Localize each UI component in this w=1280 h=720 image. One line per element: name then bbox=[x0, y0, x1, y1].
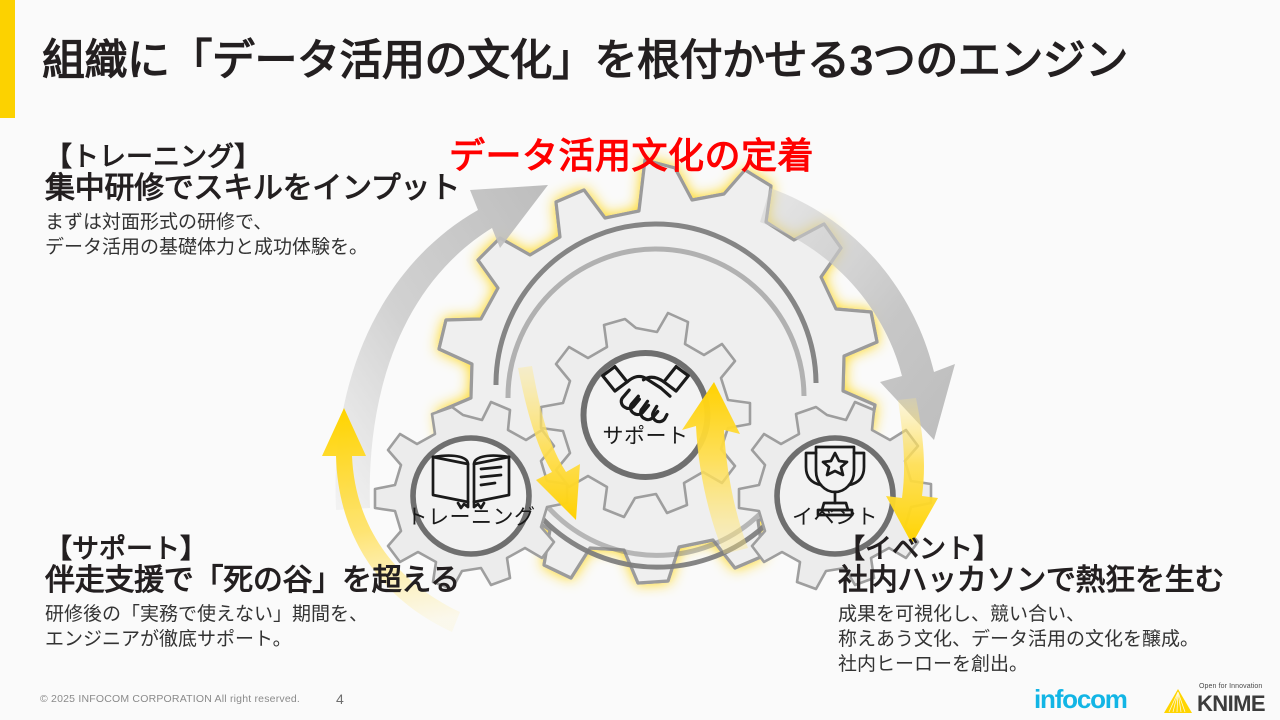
center-headline: データ活用文化の定着 bbox=[449, 135, 815, 176]
gear-label-support: サポート bbox=[603, 425, 689, 448]
gray-arrow-top-left bbox=[335, 185, 548, 510]
trophy-icon bbox=[804, 445, 866, 517]
event-bracket: 【イベント】 bbox=[838, 534, 1000, 564]
gray-arrow-top-right bbox=[760, 188, 955, 440]
event-sub-line1: 成果を可視化し、競い合い、 bbox=[838, 603, 1086, 625]
gear-diagram: サポート トレーニング bbox=[322, 158, 955, 632]
text-block-event: 【イベント】 社内ハッカソンで熱狂を生む 成果を可視化し、競い合い、 称えあう文… bbox=[838, 534, 1224, 677]
yellow-arrow-right-down bbox=[886, 398, 938, 544]
knime-wordmark: KNIME bbox=[1197, 691, 1265, 716]
support-headline: 伴走支援で「死の谷」を超える bbox=[45, 564, 460, 598]
yellow-arrow-left-up bbox=[322, 408, 460, 632]
footer-copyright: © 2025 INFOCOM CORPORATION All right res… bbox=[40, 693, 301, 705]
knime-triangle-icon bbox=[1164, 689, 1192, 713]
gear-label-training: トレーニング bbox=[407, 506, 536, 529]
page-title: 組織に「データ活用の文化」を根付かせる3つのエンジン bbox=[42, 37, 1128, 85]
training-sub-line1: まずは対面形式の研修で、 bbox=[45, 211, 273, 233]
gear-event[interactable]: イベント bbox=[737, 400, 933, 591]
accent-bar bbox=[0, 0, 15, 118]
support-bracket: 【サポート】 bbox=[45, 534, 207, 564]
yellow-arrow-center-down bbox=[518, 366, 580, 520]
event-headline: 社内ハッカソンで熱狂を生む bbox=[838, 564, 1225, 598]
page-number: 4 bbox=[336, 691, 344, 707]
knime-tagline: Open for Innovation bbox=[1199, 683, 1263, 690]
training-headline: 集中研修でスキルをインプット bbox=[45, 172, 460, 206]
infocom-logo: infocom bbox=[1034, 684, 1128, 714]
support-sub-line2: エンジニアが徹底サポート。 bbox=[45, 628, 292, 650]
text-block-training: 【トレーニング】 集中研修でスキルをインプット まずは対面形式の研修で、 データ… bbox=[45, 142, 460, 260]
event-sub-line2: 称えあう文化、データ活用の文化を醸成。 bbox=[838, 628, 1200, 650]
support-sub-line1: 研修後の「実務で使えない」期間を、 bbox=[45, 603, 369, 625]
training-sub-line2: データ活用の基礎体力と成功体験を。 bbox=[45, 236, 369, 258]
gear-support[interactable]: サポート bbox=[539, 311, 752, 519]
event-sub-line3: 社内ヒーローを創出。 bbox=[838, 653, 1029, 675]
open-book-icon bbox=[431, 454, 511, 510]
gear-label-event: イベント bbox=[792, 506, 878, 529]
text-block-support: 【サポート】 伴走支援で「死の谷」を超える 研修後の「実務で使えない」期間を、 … bbox=[45, 534, 460, 652]
yellow-arrow-center-up bbox=[682, 382, 748, 554]
knime-logo: Open for Innovation KNIME bbox=[1163, 683, 1277, 716]
handshake-icon bbox=[601, 364, 690, 424]
gear-training[interactable]: トレーニング bbox=[373, 400, 569, 591]
training-bracket: 【トレーニング】 bbox=[45, 142, 261, 172]
